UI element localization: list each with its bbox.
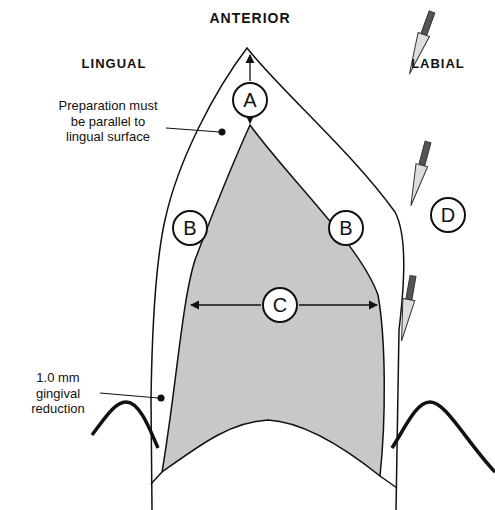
preparation-area <box>162 125 384 476</box>
margin-line <box>380 476 397 488</box>
note-text: Preparation must be parallel to lingual … <box>52 98 164 145</box>
callout-letter: B <box>339 218 352 238</box>
orientation-label: LABIAL <box>411 56 465 72</box>
gingiva-line <box>92 402 158 448</box>
leader-dot <box>219 129 226 136</box>
tooth-outline <box>151 48 404 510</box>
margin-line <box>151 472 162 484</box>
callout-circle: D <box>430 197 466 233</box>
orientation-label: ANTERIOR <box>209 10 290 27</box>
callout-circle: C <box>262 287 298 323</box>
dimension-arrow <box>191 304 261 305</box>
callout-letter: A <box>243 90 256 110</box>
gingiva-line <box>392 402 495 472</box>
bur-instrument <box>405 140 434 207</box>
callout-circle: B <box>328 210 364 246</box>
callout-letter: B <box>183 218 196 238</box>
callout-letter: C <box>273 295 287 315</box>
callout-letter: D <box>441 205 455 225</box>
callout-circle: A <box>232 82 268 118</box>
callout-circle: B <box>172 210 208 246</box>
leader-line <box>166 128 220 132</box>
dimension-arrow <box>299 304 377 305</box>
leader-line <box>100 393 158 398</box>
dimension-arrow <box>249 118 250 123</box>
orientation-label: LINGUAL <box>82 56 147 72</box>
bur-instrument <box>396 275 419 342</box>
leader-dot <box>158 395 165 402</box>
dimension-arrow <box>249 55 250 81</box>
note-text: 1.0 mm gingival reduction <box>15 370 101 417</box>
